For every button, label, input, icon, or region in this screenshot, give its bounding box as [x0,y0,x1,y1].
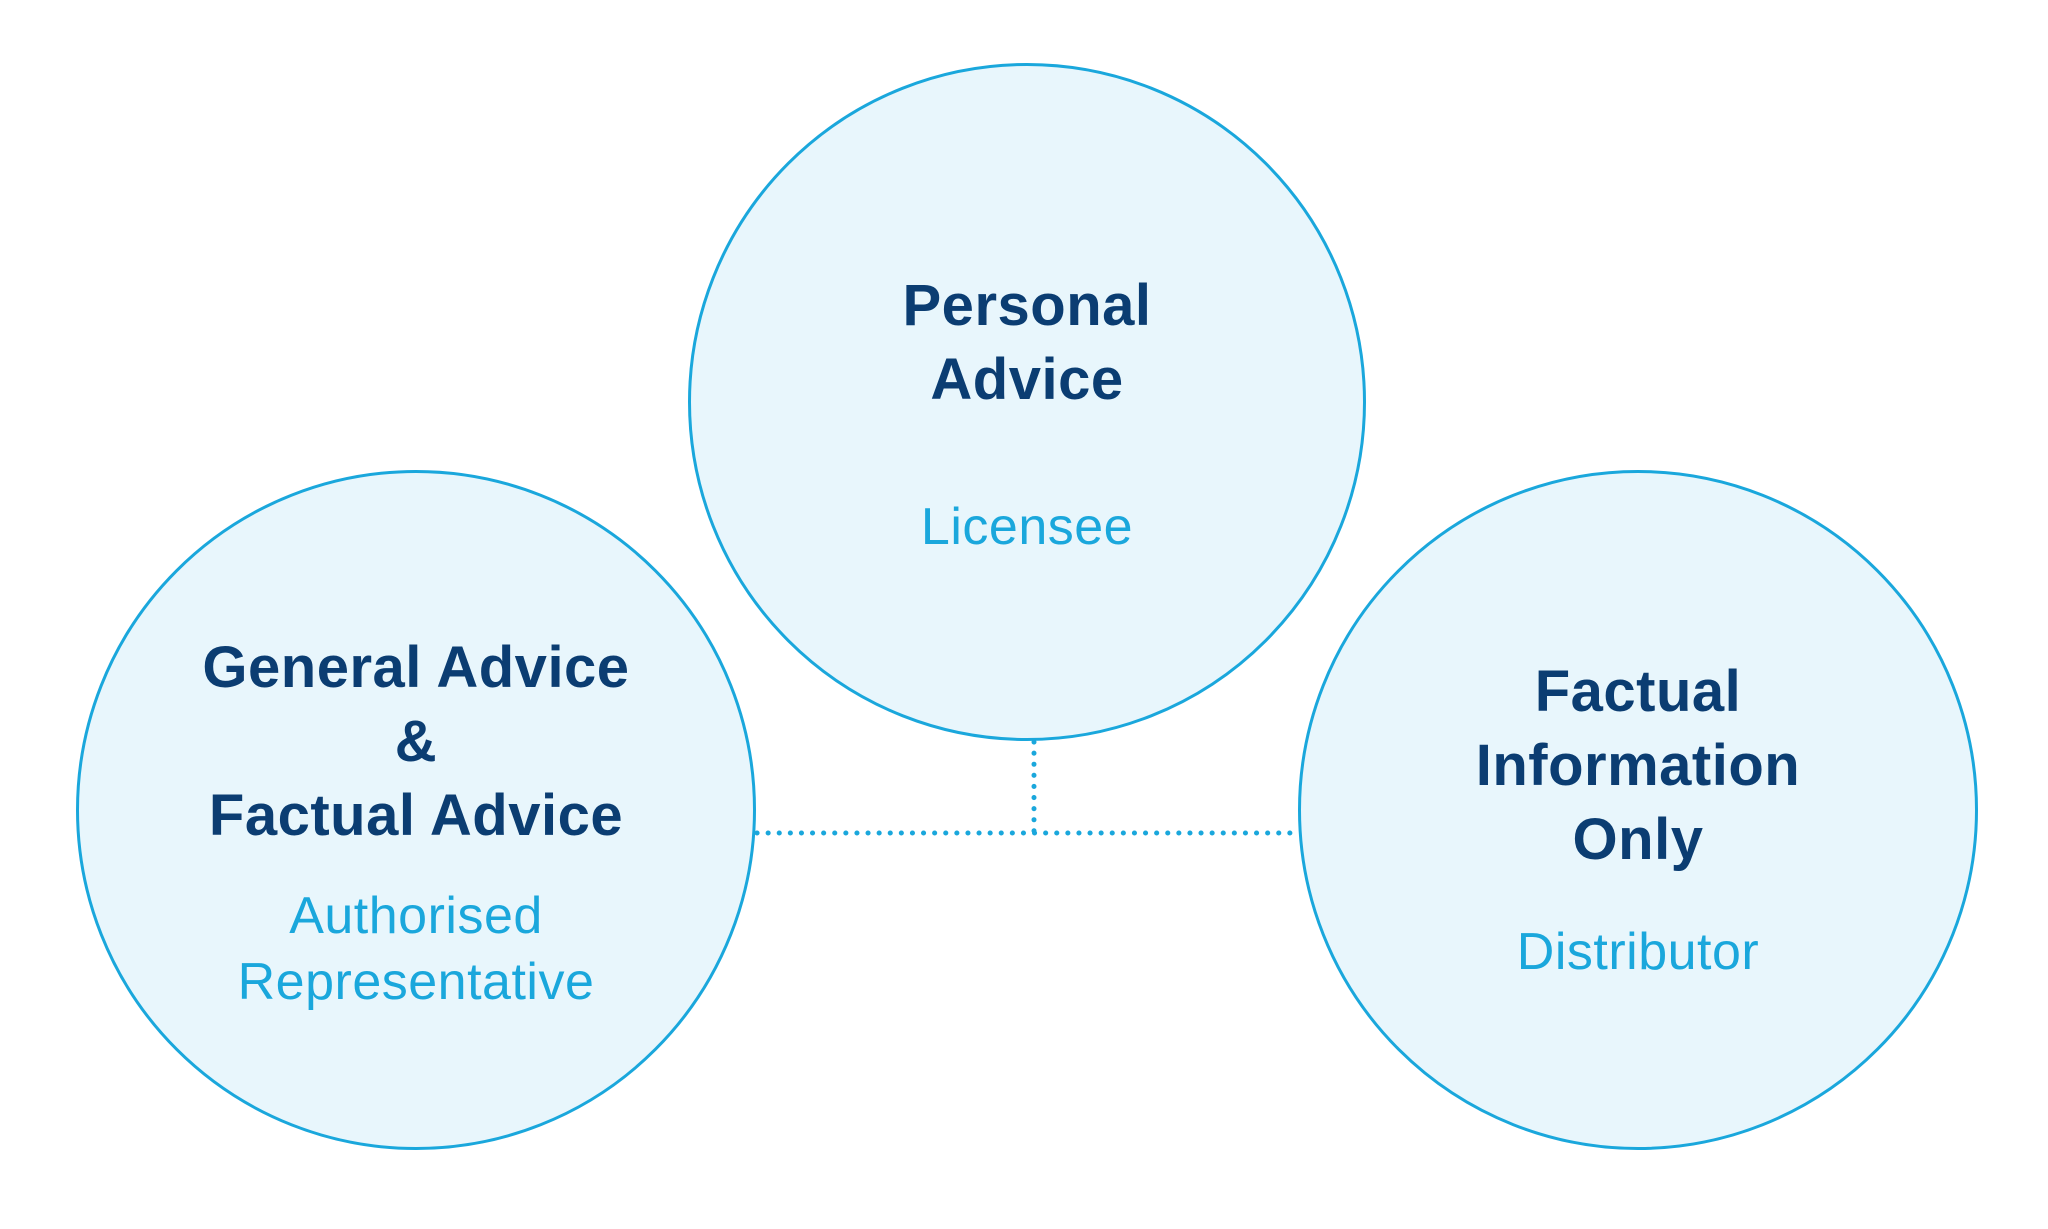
node-role: Authorised Representative [79,883,753,1015]
node-title-line: Advice [930,347,1124,412]
node-title: General Advice & Factual Advice [79,631,753,853]
node-factual-information: Factual Information Only Distributor [1298,470,1978,1150]
node-title-line: General Advice [202,635,630,700]
node-title: Personal Advice [691,269,1363,417]
node-role-line: Licensee [920,498,1134,556]
node-role-line: Representative [237,953,595,1011]
node-role-line: Authorised [289,887,543,945]
node-title-line: Factual [1534,659,1742,724]
node-role: Licensee [691,494,1363,560]
node-title-line: Only [1572,807,1704,872]
node-title-line: & [394,709,438,774]
node-general-advice: General Advice & Factual Advice Authoris… [76,470,756,1150]
node-role-line: Distributor [1516,923,1760,981]
node-title-line: Personal [902,273,1152,338]
node-role: Distributor [1301,919,1975,985]
node-title-line: Information [1475,733,1801,798]
node-title: Factual Information Only [1301,655,1975,877]
node-personal-advice: Personal Advice Licensee [688,63,1366,741]
node-title-line: Factual Advice [208,783,624,848]
